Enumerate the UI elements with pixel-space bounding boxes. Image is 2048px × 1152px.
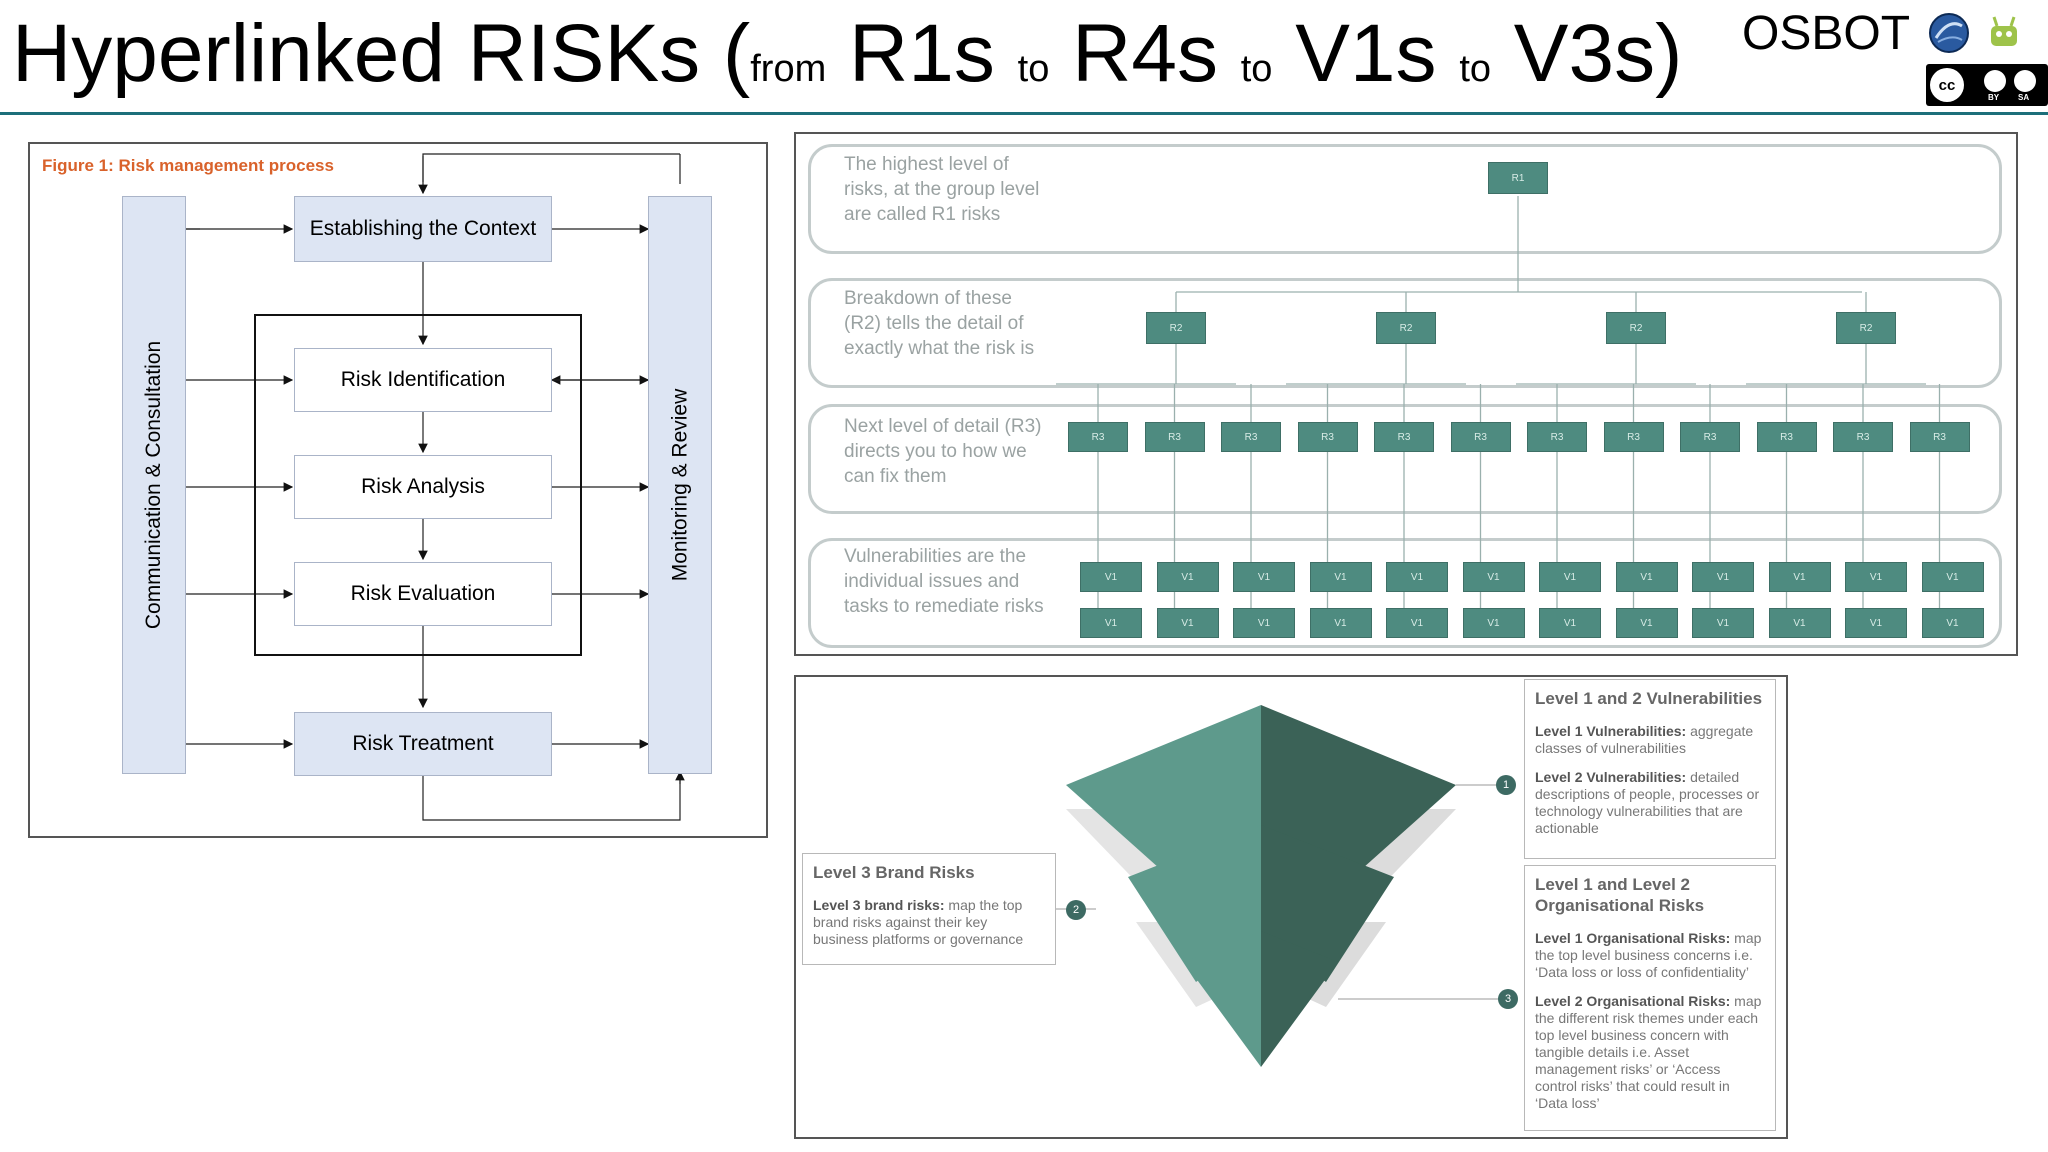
title-divider [0, 112, 2048, 115]
license-sa-label: SA [2018, 93, 2030, 102]
v1-node: V1 [1615, 608, 1678, 638]
r3-node: R3 [1680, 422, 1740, 452]
robot-icon [1984, 12, 2024, 52]
page-title: Hyperlinked RISKs (from R1s to R4s to V1… [12, 8, 1683, 99]
process-connectors [165, 153, 685, 821]
cc-icon: cc [1930, 68, 1964, 102]
r2-node: R2 [1376, 312, 1436, 344]
hierarchy-row-r2 [808, 278, 2002, 388]
row-v-description: Vulnerabilities are the individual issue… [844, 546, 1044, 617]
r3-node: R3 [1603, 422, 1664, 452]
row-r1-description: The highest level of risks, at the group… [844, 154, 1040, 225]
level-1-2-organisational-risks-box: Level 1 and Level 2 Organisational Risks… [1524, 865, 1776, 1131]
sa-icon [2014, 70, 2036, 92]
v1-node: V1 [1539, 562, 1601, 592]
figure-caption: Figure 1: Risk management process [42, 156, 334, 175]
level-3-brand-risks-box: Level 3 Brand Risks Level 3 brand risks:… [802, 853, 1056, 965]
r2-node: R2 [1146, 312, 1206, 344]
r3-node: R3 [1450, 422, 1511, 452]
v1-node: V1 [1309, 608, 1372, 638]
pyramid-badge-1: 1 [1496, 775, 1516, 795]
step-establishing-context: Establishing the Context [294, 196, 552, 262]
step-risk-analysis: Risk Analysis [294, 455, 552, 519]
r3-node: R3 [1374, 422, 1434, 452]
box2-para1: Level 3 brand risks: map the top brand r… [813, 897, 1024, 947]
box1-para1: Level 1 Vulnerabilities: aggregate class… [1535, 723, 1754, 756]
box3-heading: Level 1 and Level 2 Organisational Risks [1535, 875, 1705, 915]
box3-para2: Level 2 Organisational Risks: map the di… [1535, 993, 1762, 1111]
v1-node: V1 [1692, 562, 1754, 592]
r3-node: R3 [1221, 422, 1281, 452]
pyramid-level3-right [1261, 931, 1338, 1067]
risk-process-panel: Figure 1: Risk management process [28, 142, 768, 838]
pyramid-badge-2: 2 [1066, 900, 1086, 920]
license-by-label: BY [1988, 93, 2000, 102]
pyramid-level1-left [1066, 705, 1261, 885]
r3-node: R3 [1144, 422, 1205, 452]
pyramid-level2-left [1128, 825, 1261, 982]
communication-consultation-bar: Communication & Consultation [122, 196, 186, 774]
v1-node: V1 [1768, 562, 1831, 592]
v1-node: V1 [1386, 608, 1448, 638]
box1-para2: Level 2 Vulnerabilities: detailed descri… [1535, 769, 1760, 836]
r1-node: R1 [1488, 162, 1548, 194]
box1-heading: Level 1 and 2 Vulnerabilities [1535, 689, 1763, 708]
pyramid-badge-3: 3 [1498, 989, 1518, 1009]
globe-icon [1928, 12, 1970, 54]
hierarchy-connectors [1056, 196, 1941, 624]
box2-heading: Level 3 Brand Risks [813, 863, 975, 882]
v1-node: V1 [1921, 608, 1984, 638]
pyramid-level2-right [1261, 825, 1394, 982]
assessment-group-box [254, 314, 582, 656]
v1-node: V1 [1845, 562, 1907, 592]
v1-node: V1 [1539, 608, 1601, 638]
v1-node: V1 [1615, 562, 1678, 592]
step-risk-identification: Risk Identification [294, 348, 552, 412]
v1-node: V1 [1156, 608, 1219, 638]
v1-node: V1 [1845, 608, 1907, 638]
r3-node: R3 [1833, 422, 1893, 452]
v1-node: V1 [1768, 608, 1831, 638]
r3-node: R3 [1909, 422, 1970, 452]
hierarchy-row-r1 [808, 144, 2002, 254]
r3-node: R3 [1527, 422, 1587, 452]
risk-pyramid-graphic [1020, 705, 1504, 1067]
r3-node: R3 [1756, 422, 1817, 452]
v1-node: V1 [1233, 562, 1295, 592]
v1-node: V1 [1309, 562, 1372, 592]
box3-para1: Level 1 Organisational Risks: map the to… [1535, 930, 1762, 980]
step-risk-evaluation: Risk Evaluation [294, 562, 552, 626]
r3-node: R3 [1297, 422, 1358, 452]
v1-node: V1 [1080, 608, 1142, 638]
r2-node: R2 [1606, 312, 1666, 344]
license-badge: cc BY SA [1926, 64, 2048, 106]
v1-node: V1 [1156, 562, 1219, 592]
brand-name: OSBOT [1742, 7, 1911, 60]
r2-node: R2 [1836, 312, 1896, 344]
v1-node: V1 [1921, 562, 1984, 592]
by-icon [1984, 70, 2006, 92]
r3-node: R3 [1068, 422, 1128, 452]
level-1-2-vulnerabilities-box: Level 1 and 2 Vulnerabilities Level 1 Vu… [1524, 679, 1776, 859]
monitoring-review-label: Monitoring & Review [668, 388, 691, 582]
risk-pyramid-panel: 1 2 3 Level 1 and 2 Vulnerabilities Leve… [794, 675, 1788, 1139]
v1-node: V1 [1462, 608, 1525, 638]
monitoring-review-bar: Monitoring & Review [648, 196, 712, 774]
risk-hierarchy-panel: The highest level of risks, at the group… [794, 132, 2018, 656]
pyramid-level3-left [1184, 931, 1261, 1067]
row-r3-description: Next level of detail (R3) directs you to… [844, 416, 1042, 487]
row-r2-description: Breakdown of these (R2) tells the detail… [844, 288, 1035, 359]
hierarchy-row-v [808, 538, 2002, 648]
hierarchy-row-r3 [808, 404, 2002, 514]
pyramid-level1-right [1261, 705, 1456, 885]
communication-consultation-label: Communication & Consultation [142, 340, 165, 630]
v1-node: V1 [1462, 562, 1525, 592]
v1-node: V1 [1386, 562, 1448, 592]
v1-node: V1 [1692, 608, 1754, 638]
v1-node: V1 [1080, 562, 1142, 592]
step-risk-treatment: Risk Treatment [294, 712, 552, 776]
v1-node: V1 [1233, 608, 1295, 638]
